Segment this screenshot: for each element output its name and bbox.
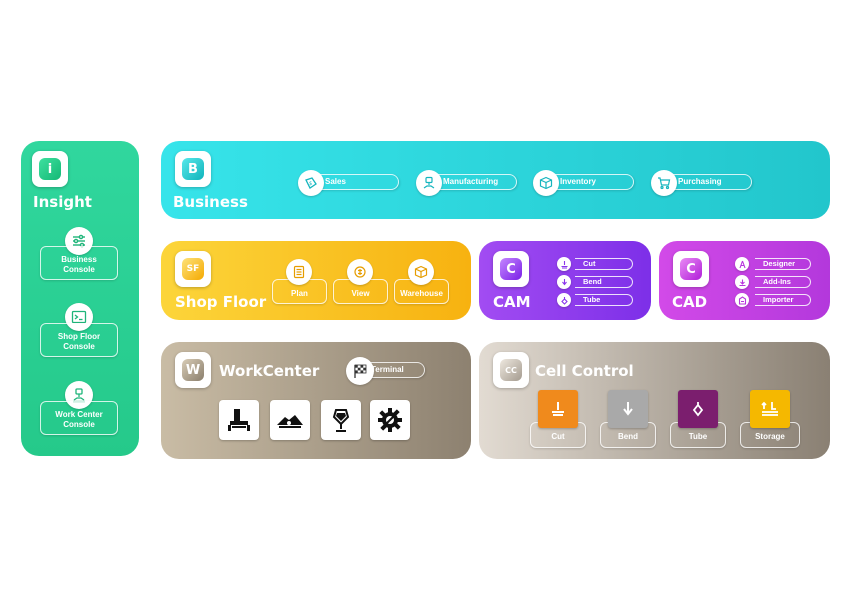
cam-bend-pill[interactable]: Bend [575,276,633,288]
insight-panel: i Insight Business Console Shop Floor Co… [21,141,139,456]
work-center-console-label[interactable]: Work Center Console [55,410,103,429]
cell-tube-label[interactable]: Tube [688,432,708,441]
importer-icon[interactable] [735,293,749,307]
settings-gear-icon[interactable] [370,400,410,440]
plan-icon[interactable] [286,259,312,285]
manufacturing-icon[interactable] [416,170,442,196]
warehouse-icon[interactable] [408,259,434,285]
cad-importer-pill[interactable]: Importer [755,294,811,306]
cad-panel: C CAD Designer Add-Ins Importer [659,241,830,320]
view-label[interactable]: View [351,289,370,298]
workcenter-badge: W [185,362,201,378]
cell-cut-label[interactable]: Cut [551,432,565,441]
cell-control-badge: CC [505,365,517,375]
shop-floor-badge: SF [186,264,200,274]
cell-tube-tile[interactable] [678,390,718,428]
terminal-pill[interactable]: Terminal [357,362,425,378]
cell-storage-label[interactable]: Storage [755,432,785,441]
sales-icon[interactable]: $ [298,170,324,196]
box-icon[interactable] [533,170,559,196]
cell-control-title: Cell Control [535,362,634,380]
cad-app-icon[interactable]: C [673,251,709,287]
shop-floor-console-label[interactable]: Shop Floor Console [57,332,101,351]
cam-title: CAM [493,293,531,311]
cam-tube-pill[interactable]: Tube [575,294,633,306]
insight-title: Insight [33,193,92,211]
plan-label[interactable]: Plan [291,289,308,298]
terminal-icon[interactable] [65,303,93,331]
checkered-flag-icon[interactable] [346,357,374,385]
sliders-icon[interactable] [65,227,93,255]
workcenter-panel: W WorkCenter Terminal [161,342,471,459]
cad-badge: C [686,261,696,277]
business-badge: B [188,161,198,177]
cad-addins-pill[interactable]: Add-Ins [755,276,811,288]
shop-floor-panel: SF Shop Floor Plan View Warehouse [161,241,471,320]
inventory-pill[interactable]: Inventory [546,174,634,190]
shop-floor-title: Shop Floor [175,293,267,311]
sales-pill[interactable]: Sales [311,174,399,190]
cell-storage-tile[interactable] [750,390,790,428]
warehouse-label[interactable]: Warehouse [400,289,443,298]
cut-icon[interactable] [557,257,571,271]
cad-title: CAD [672,293,708,311]
cad-designer-pill[interactable]: Designer [755,258,811,270]
purchasing-pill[interactable]: Purchasing [664,174,752,190]
svg-text:$: $ [309,181,312,187]
designer-icon[interactable] [735,257,749,271]
insight-shop-floor-console-frame [40,323,118,357]
workcenter-title: WorkCenter [219,362,320,380]
business-panel: B Business Sales $ Manufacturing Invento… [161,141,830,219]
cam-app-icon[interactable]: C [493,251,529,287]
tube-icon[interactable] [557,293,571,307]
insight-work-center-console-frame [40,401,118,435]
press-brake-icon[interactable] [270,400,310,440]
laser-icon[interactable] [219,400,259,440]
insight-app-icon[interactable]: i [32,151,68,187]
tube-cutter-icon[interactable] [321,400,361,440]
manufacturing-pill[interactable]: Manufacturing [429,174,517,190]
business-app-icon[interactable]: B [175,151,211,187]
bend-icon[interactable] [557,275,571,289]
cam-panel: C CAM Cut Bend Tube [479,241,651,320]
insight-badge: i [47,161,53,177]
view-icon[interactable] [347,259,373,285]
cell-control-panel: CC Cell Control Cut Bend Tube Storage [479,342,830,459]
workcenter-app-icon[interactable]: W [175,352,211,388]
cam-cut-pill[interactable]: Cut [575,258,633,270]
cell-bend-label[interactable]: Bend [618,432,638,441]
cell-bend-tile[interactable] [608,390,648,428]
business-title: Business [173,193,248,211]
cam-badge: C [506,261,516,277]
shop-floor-app-icon[interactable]: SF [175,251,211,287]
addins-icon[interactable] [735,275,749,289]
cell-cut-tile[interactable] [538,390,578,428]
cell-control-app-icon[interactable]: CC [493,352,529,388]
business-console-label[interactable]: Business Console [61,255,97,274]
insight-business-console-frame [40,246,118,280]
cart-icon[interactable] [651,170,677,196]
